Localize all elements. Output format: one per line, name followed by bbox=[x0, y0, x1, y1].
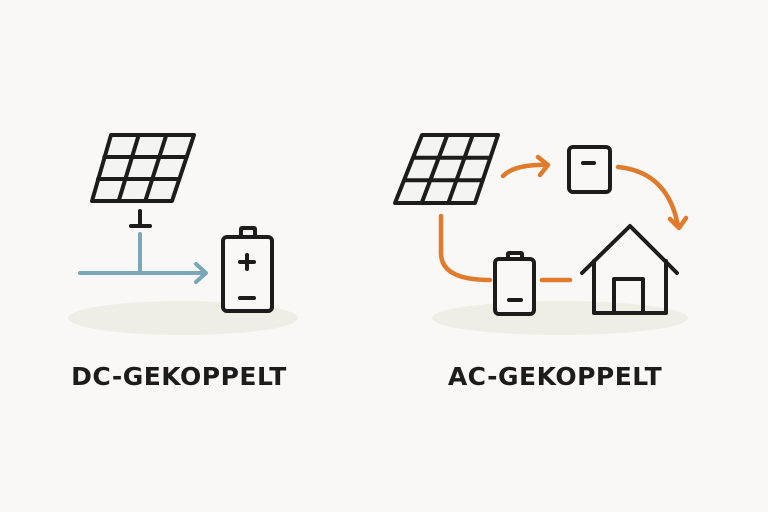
dc-battery-icon bbox=[221, 226, 274, 313]
ac-battery-icon bbox=[493, 251, 536, 316]
ac-solar-panel-icon bbox=[393, 133, 500, 205]
dc-solar-panel-icon bbox=[90, 133, 196, 203]
ac-inverter-icon bbox=[567, 145, 612, 194]
dc-flow-arrow bbox=[78, 232, 208, 284]
dc-coupled-label: DC-GEKOPPELT bbox=[71, 362, 287, 391]
dc-mount-stub-icon bbox=[129, 209, 152, 228]
ac-ground-shadow bbox=[432, 301, 688, 335]
ac-flow-lines bbox=[438, 154, 689, 283]
ac-house-icon bbox=[580, 224, 679, 315]
ac-coupled-label: AC-GEKOPPELT bbox=[447, 362, 663, 391]
